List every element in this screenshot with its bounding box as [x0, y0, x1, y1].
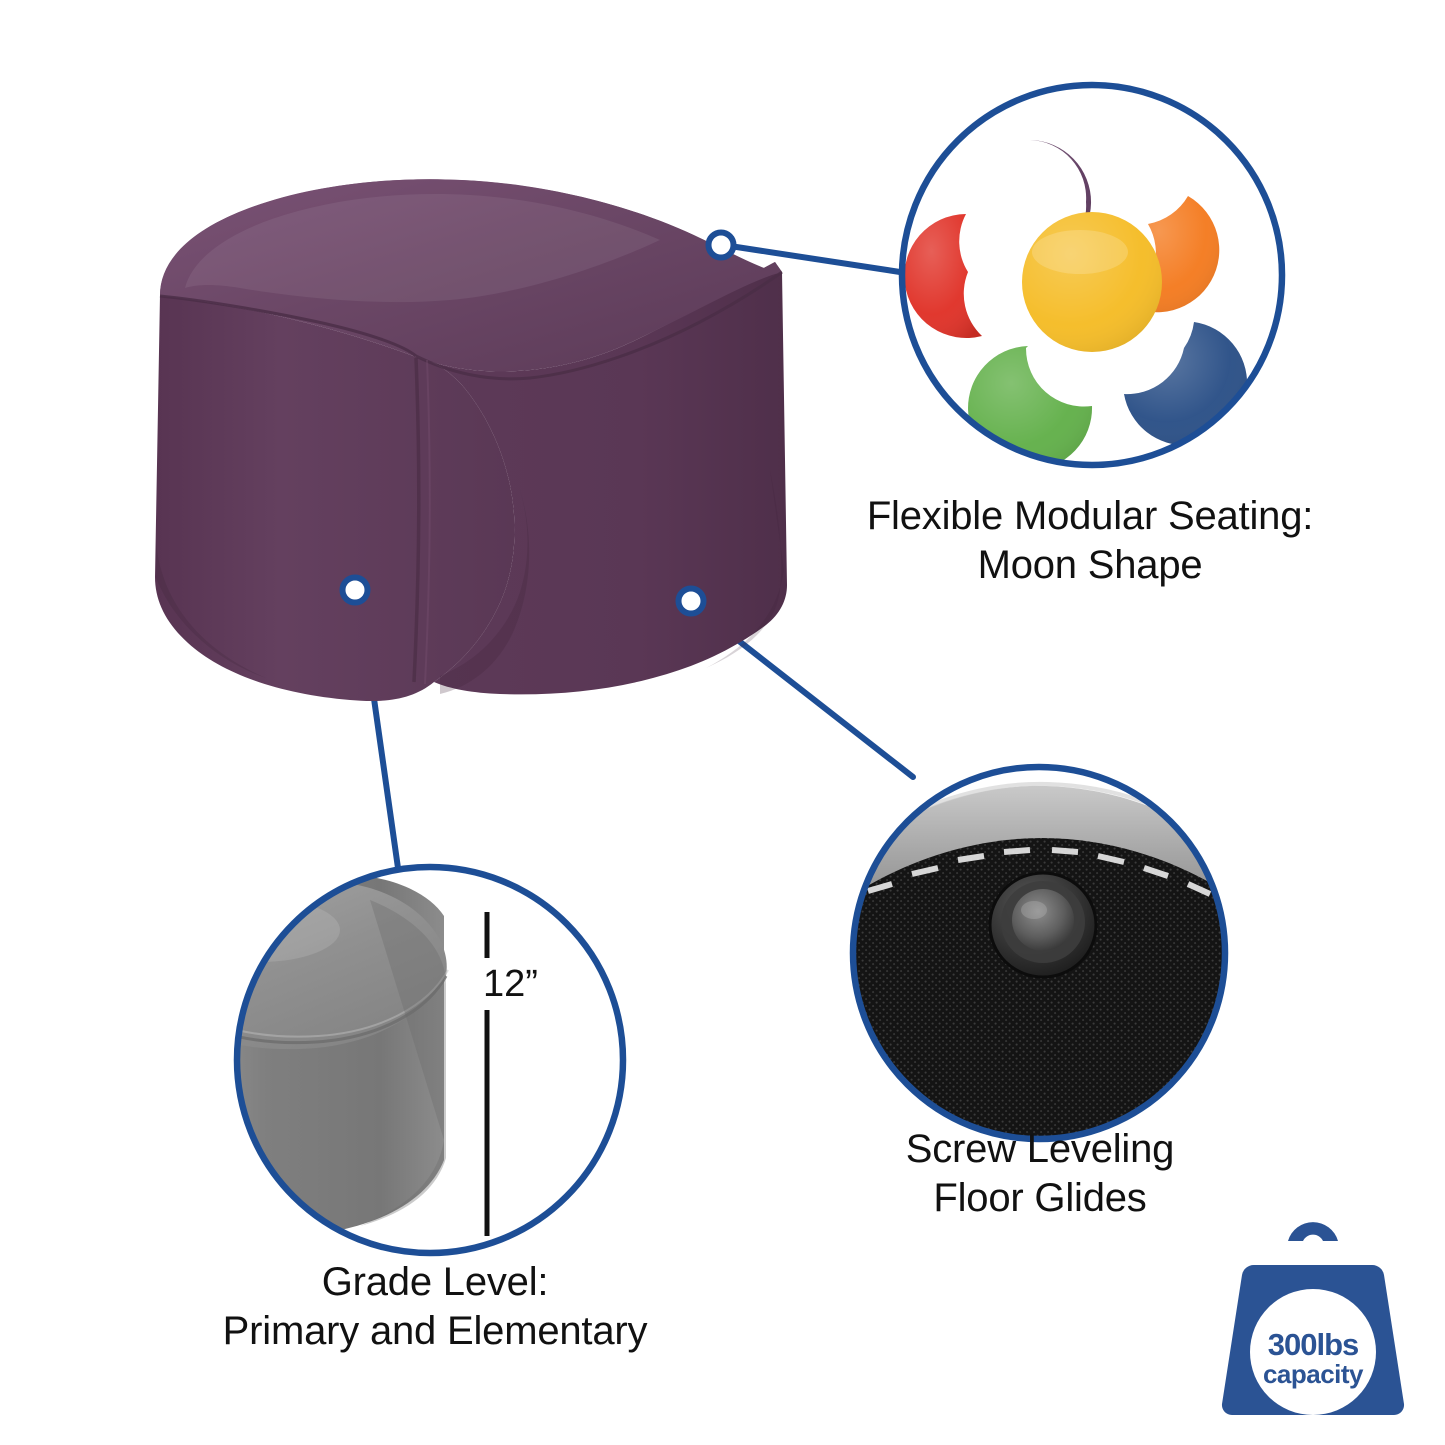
- stool-left-shadow: [156, 540, 266, 678]
- magnifier-ring-moon-shape: [898, 81, 1286, 469]
- caption-floor-glides: Screw Leveling Floor Glides: [905, 1127, 1175, 1220]
- magnifier-ring-floor-glides: [849, 763, 1229, 1143]
- gray-stool-seam: [237, 975, 448, 1045]
- callout-circle-floor-glides: [849, 763, 1229, 1143]
- weight-capacity-value: 300lbs: [1267, 1327, 1360, 1362]
- callout-circle-grade-level: [233, 863, 627, 1257]
- magnifier-ring-grade-level: [233, 863, 627, 1257]
- stool-notch-shadow: [440, 490, 530, 694]
- leader-line-moon-shape: [727, 243, 903, 275]
- weight-capacity-badge: [1221, 1222, 1405, 1416]
- callout-circle-moon-shape: [898, 81, 1286, 469]
- weight-capacity-text: 300lbs capacity: [1249, 1329, 1377, 1387]
- glide-cap: [1012, 889, 1074, 951]
- screw-glide-icon: [853, 767, 1225, 1139]
- glide-vinyl-band: [853, 785, 1225, 902]
- callout-dots: [339, 229, 737, 617]
- dimension-label: 12”: [483, 963, 538, 1005]
- stool-seam-right: [415, 270, 783, 381]
- glide-stitch-line: [867, 847, 1212, 897]
- stool-top-highlight: [185, 194, 660, 303]
- stool-side-face: [155, 295, 515, 702]
- stool-seam-left: [159, 294, 417, 358]
- gray-stool-seat: [237, 881, 447, 1050]
- caption-grade-level: Grade Level: Primary and Elementary: [222, 1260, 648, 1353]
- weight-handle-icon: [1288, 1222, 1338, 1241]
- stool-corner-seam: [412, 357, 421, 683]
- stool-corner-seam-highlight: [424, 359, 431, 685]
- callout-dot-floor-glides: [675, 585, 707, 617]
- flower-diagram-icon: [902, 85, 1282, 465]
- main-product-moon-stool: [155, 179, 787, 702]
- callout-dot-moon-shape: [705, 229, 737, 261]
- weight-badge-disc: [1250, 1289, 1376, 1415]
- weight-capacity-unit: capacity: [1262, 1358, 1364, 1389]
- caption-moon-shape: Flexible Modular Seating: Moon Shape: [866, 494, 1314, 587]
- callout-dot-grade-level: [339, 574, 371, 606]
- glide-mesh-base: [853, 838, 1225, 1139]
